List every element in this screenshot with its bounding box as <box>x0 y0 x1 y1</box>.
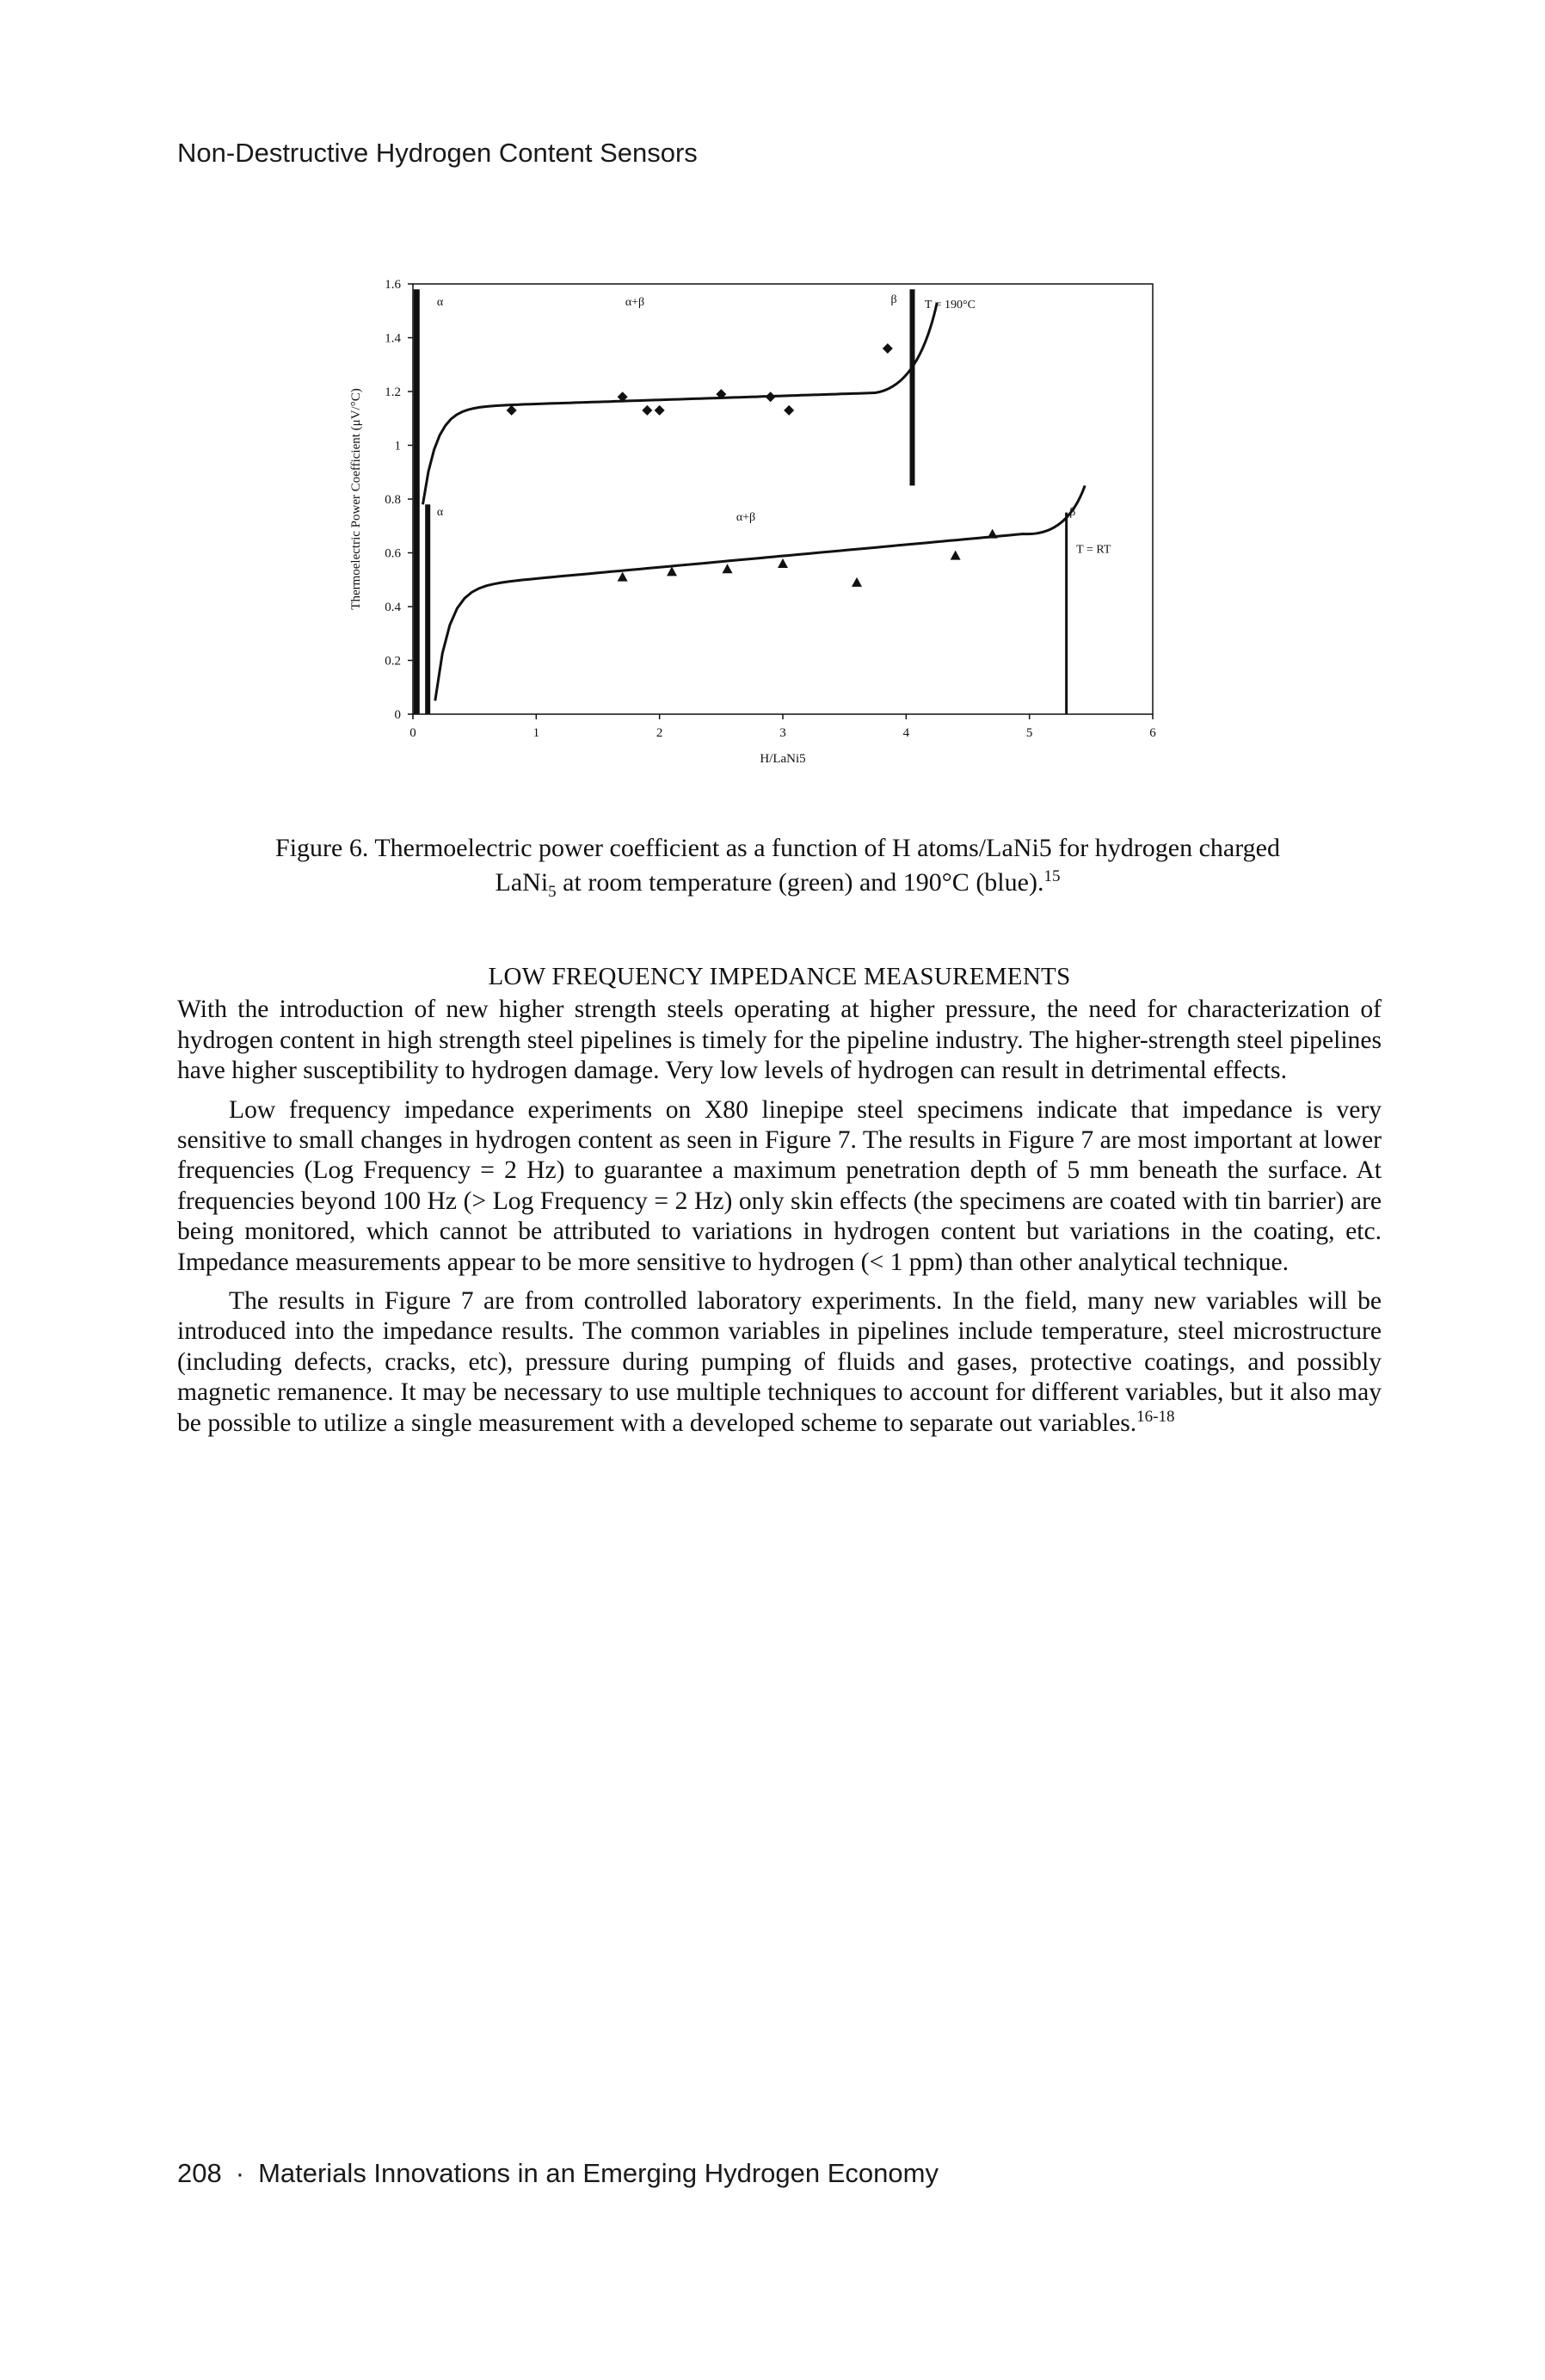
paragraph-3: The results in Figure 7 are from control… <box>177 1287 1382 1437</box>
x-tick-label: 1 <box>533 726 540 740</box>
phase-label-alpha-beta-190: α+β <box>625 296 644 309</box>
x-tick-label: 2 <box>656 726 663 740</box>
data-point-190 <box>642 404 653 416</box>
caption-line-1: Figure 6. Thermoelectric power coefficie… <box>275 834 1280 862</box>
x-axis-label: H/LaNi5 <box>760 752 805 766</box>
paragraph-3-reference: 16-18 <box>1136 1407 1175 1426</box>
temperature-label-190: T = 190°C <box>925 299 976 311</box>
body-text: LOW FREQUENCY IMPEDANCE MEASUREMENTS Wit… <box>177 962 1382 1447</box>
caption-reference: 15 <box>1043 867 1061 885</box>
data-point-rt <box>667 566 677 577</box>
phase-label-alpha-rt: α <box>437 506 444 519</box>
curve-rt <box>434 484 1086 701</box>
data-point-rt <box>778 558 788 568</box>
plot-frame <box>412 283 1154 715</box>
data-point-190 <box>716 389 727 400</box>
data-point-190 <box>654 404 665 416</box>
y-tick-label: 0.6 <box>385 547 401 561</box>
x-tick-label: 6 <box>1149 726 1156 740</box>
y-tick-label: 0.8 <box>385 493 401 507</box>
book-title: Materials Innovations in an Emerging Hyd… <box>258 2158 939 2188</box>
data-point-rt <box>950 550 961 560</box>
y-tick-label: 1.4 <box>385 332 401 346</box>
y-tick-label: 0.2 <box>385 655 401 669</box>
x-tick-label: 5 <box>1026 726 1033 740</box>
chart-svg: 0 0.2 0.4 0.6 0.8 1 1.2 1.4 1.6 0 1 2 3 4 5 6H/LaNi5 The… <box>349 278 1156 766</box>
phase-label-beta-rt: β <box>1069 506 1075 519</box>
data-point-190 <box>784 404 795 416</box>
running-head: Non-Destructive Hydrogen Content Sensors <box>177 138 698 168</box>
page-number: 208 <box>177 2158 222 2188</box>
footer-separator: · <box>235 2158 245 2188</box>
x-tick-label: 4 <box>903 726 910 740</box>
data-point-rt <box>617 571 628 582</box>
data-point-190 <box>506 404 517 416</box>
paragraph-1: With the introduction of new higher stre… <box>177 996 1382 1085</box>
temperature-label-rt: T = RT <box>1076 544 1111 557</box>
y-tick-label: 0.4 <box>385 601 401 614</box>
y-tick-label: 1.6 <box>385 278 401 292</box>
y-tick-label: 0 <box>395 708 402 722</box>
data-point-rt <box>987 528 998 539</box>
figure-caption: Figure 6. Thermoelectric power coefficie… <box>177 831 1378 900</box>
data-point-190 <box>882 343 893 354</box>
x-tick-label: 3 <box>779 726 786 740</box>
paragraph-2: Low frequency impedance experiments on X… <box>177 1095 1382 1276</box>
phase-label-alpha-190: α <box>437 296 444 309</box>
data-point-rt <box>852 577 862 587</box>
page-footer: 208 · Materials Innovations in an Emerging… <box>177 2158 939 2189</box>
caption-line-2: LaNi5 at room temperature (green) and 19… <box>495 867 1061 901</box>
data-point-190 <box>765 392 776 403</box>
data-point-rt <box>722 564 733 574</box>
phase-label-beta-190: β <box>890 293 896 306</box>
x-tick-label: 0 <box>409 726 416 740</box>
y-tick-label: 1 <box>395 440 402 453</box>
section-heading: LOW FREQUENCY IMPEDANCE MEASUREMENTS <box>488 963 1071 990</box>
y-axis-label: Thermoelectric Power Coefficient (μV/°C) <box>349 388 363 609</box>
data-point-190 <box>617 392 628 403</box>
phase-label-alpha-beta-rt: α+β <box>736 511 755 524</box>
curve-190 <box>422 302 939 505</box>
y-tick-label: 1.2 <box>385 385 401 399</box>
